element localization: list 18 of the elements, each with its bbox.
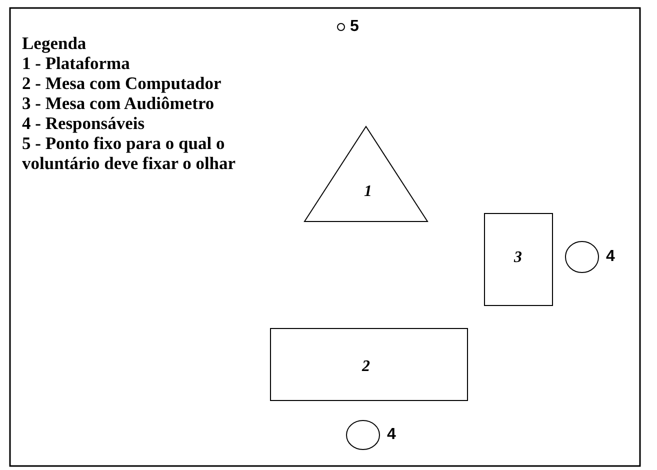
legend-heading: Legenda [22,33,88,53]
legend-entry: 1 - Plataforma [22,53,131,73]
callout-number: 2 [362,358,370,376]
fixation-point-marker [337,23,345,31]
callout-number: 1 [364,183,372,201]
computer-table [270,328,468,401]
callout-number: 3 [514,249,522,267]
legend-entry: 5 - Ponto fixo para o qual o voluntário deve fixar o olhar [22,133,237,173]
callout-number: 4 [387,426,396,444]
person-circle [346,420,380,450]
audiometer-table [484,213,553,306]
callout-number: 4 [606,248,615,266]
callout-number: 5 [350,18,359,36]
legend-entry: 2 - Mesa com Computador [22,73,222,93]
person-circle [565,241,599,273]
legend-entry: 4 - Responsáveis [22,113,146,133]
platform-triangle [304,126,428,222]
legend-entry: 3 - Mesa com Audiômetro [22,93,216,113]
